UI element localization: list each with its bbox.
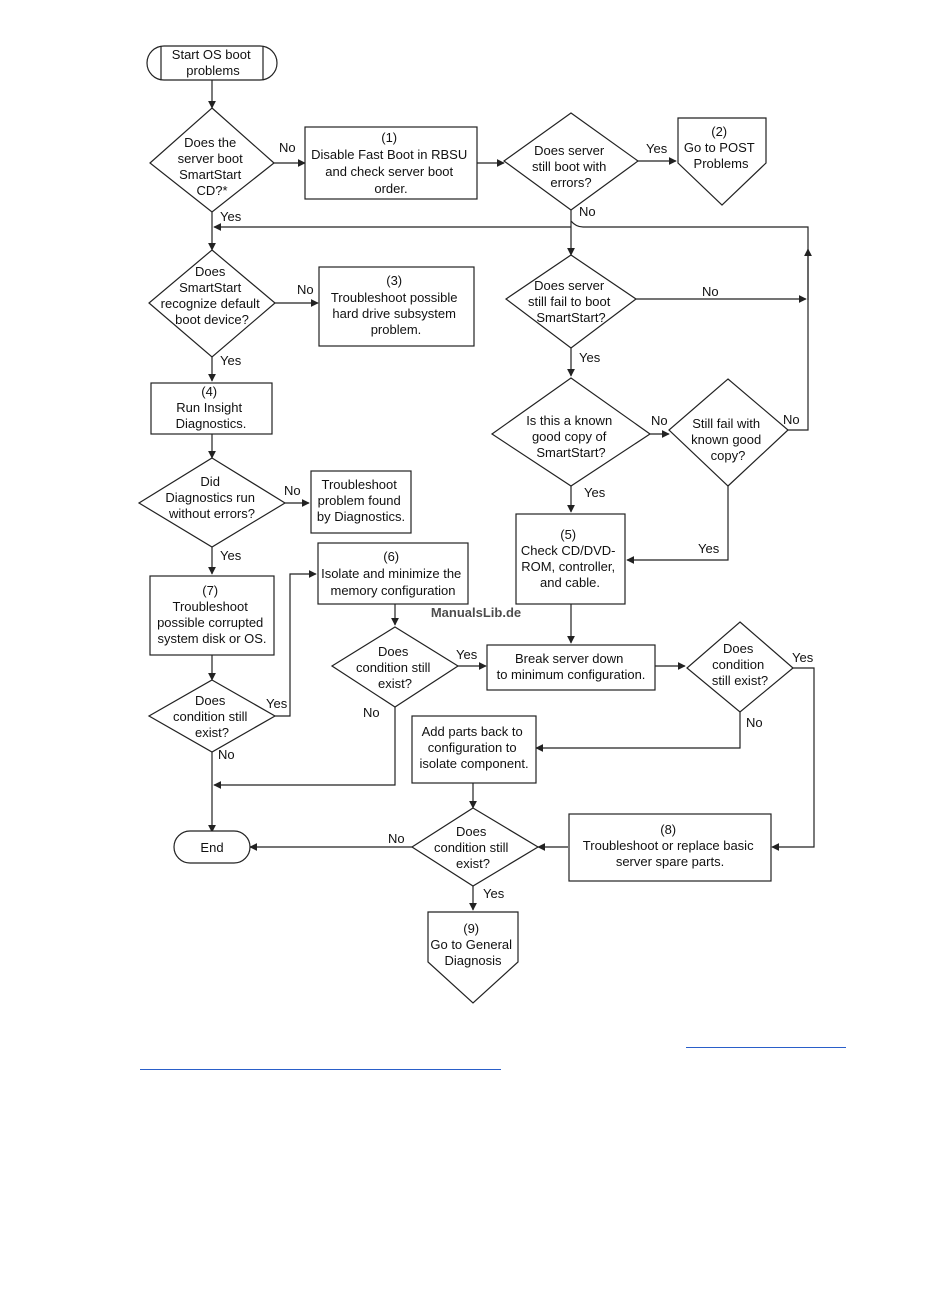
edge-label-final-yes: Yes [483,886,505,901]
step-7-label: (7) Troubleshoot possible corrupted syst… [157,583,267,646]
step-8-box [568,813,772,882]
add-parts-box [411,715,537,784]
decision-recognize-device [148,249,276,358]
step-1-box [304,126,478,200]
edge-label-recognize-yes: Yes [220,353,242,368]
edge-label-still-fail-yes: Yes [698,541,720,556]
break-down-box [486,644,656,691]
decision-diagnostics-label: Did Diagnostics run without errors? [165,474,258,521]
offpage-step-2-label: (2) Go to POST Problems [684,124,758,171]
step-4-box [150,382,273,435]
end-label: End [200,840,223,855]
decision-smartstart-cd-label: Does the server boot SmartStart CD?* [178,135,247,198]
decision-fail-boot [504,254,638,349]
step-6-label: (6) Isolate and minimize the memory conf… [321,549,465,598]
decision-condition-6-label: Does condition still exist? [356,644,434,691]
edge-label-diag-no: No [284,483,301,498]
edge-label-cond7-yes: Yes [266,696,288,711]
start-terminator [146,45,278,81]
decision-condition-break [686,621,794,713]
edge-label-errors-no: No [579,204,596,219]
decision-condition-break-label: Does condition still exist? [712,641,768,688]
edge-label-cond6-no: No [363,705,380,720]
decision-boot-errors-label: Does server still boot with errors? [532,143,610,190]
decision-known-good [490,377,652,487]
decision-condition-final-label: Does condition still exist? [434,824,512,871]
edge-label-fail-no: No [702,284,719,299]
step-5-box [515,513,626,605]
edge-label-cond7-no: No [218,747,235,762]
diag-problem-label: Troubleshoot problem found by Diagnostic… [317,477,405,524]
edge-label-recognize-no: No [297,282,314,297]
offpage-step-2 [677,117,767,206]
offpage-step-9 [427,911,519,1004]
step-4-label: (4) Run Insight Diagnostics. [176,384,247,431]
decision-condition-7 [147,679,277,753]
edge-label-cd-no: No [279,140,296,155]
watermark: ManualsLib.de [431,605,521,620]
step-6-box [317,542,469,605]
decision-diagnostics [137,457,287,548]
edge-label-known-yes: Yes [584,485,606,500]
break-down-label: Break server down to minimum configurati… [497,651,646,682]
edge-label-fail-yes: Yes [579,350,601,365]
link-underline-1[interactable] [686,1047,846,1048]
step-3-box [318,266,475,347]
edge-label-cond6-yes: Yes [456,647,478,662]
edge-label-cd-yes: Yes [220,209,242,224]
edge-label-known-no: No [651,413,668,428]
decision-condition-final [410,807,540,887]
connectors [208,80,815,911]
edge-label-final-no: No [388,831,405,846]
decision-still-fail [668,378,789,487]
decision-smartstart-cd [149,107,275,213]
decision-still-fail-label: Still fail with known good copy? [691,416,765,463]
decision-condition-6 [330,626,460,708]
edge-label-break-no: No [746,715,763,730]
step-1-label: (1) Disable Fast Boot in RBSU and check … [311,130,471,196]
decision-fail-boot-label: Does server still fail to boot SmartStar… [528,278,614,325]
step-8-label: (8) Troubleshoot or replace basic server… [583,822,757,869]
step-7-box [149,575,275,656]
edge-label-still-fail-no: No [783,412,800,427]
end-terminator [173,830,251,864]
decision-known-good-label: Is this a known good copy of SmartStart? [526,413,616,460]
link-underline-2[interactable] [140,1069,501,1070]
edge-label-break-yes: Yes [792,650,814,665]
step-5-label: (5) Check CD/DVD- ROM, controller, and c… [521,527,619,590]
decision-recognize-device-label: Does SmartStart recognize default boot d… [161,264,264,327]
edge-label-errors-yes: Yes [646,141,668,156]
add-parts-label: Add parts back to configuration to isola… [419,724,528,771]
diag-problem-box [310,470,412,534]
offpage-step-9-label: (9) Go to General Diagnosis [430,921,515,968]
step-3-label: (3) Troubleshoot possible hard drive sub… [331,273,461,337]
edge-labels: No Yes Yes No No Yes No Yes No Yes No Ye… [218,140,814,901]
decision-boot-errors [502,112,640,211]
edge-label-diag-yes: Yes [220,548,242,563]
start-label: Start OS boot problems [172,47,254,78]
decision-condition-7-label: Does condition still exist? [173,693,251,740]
